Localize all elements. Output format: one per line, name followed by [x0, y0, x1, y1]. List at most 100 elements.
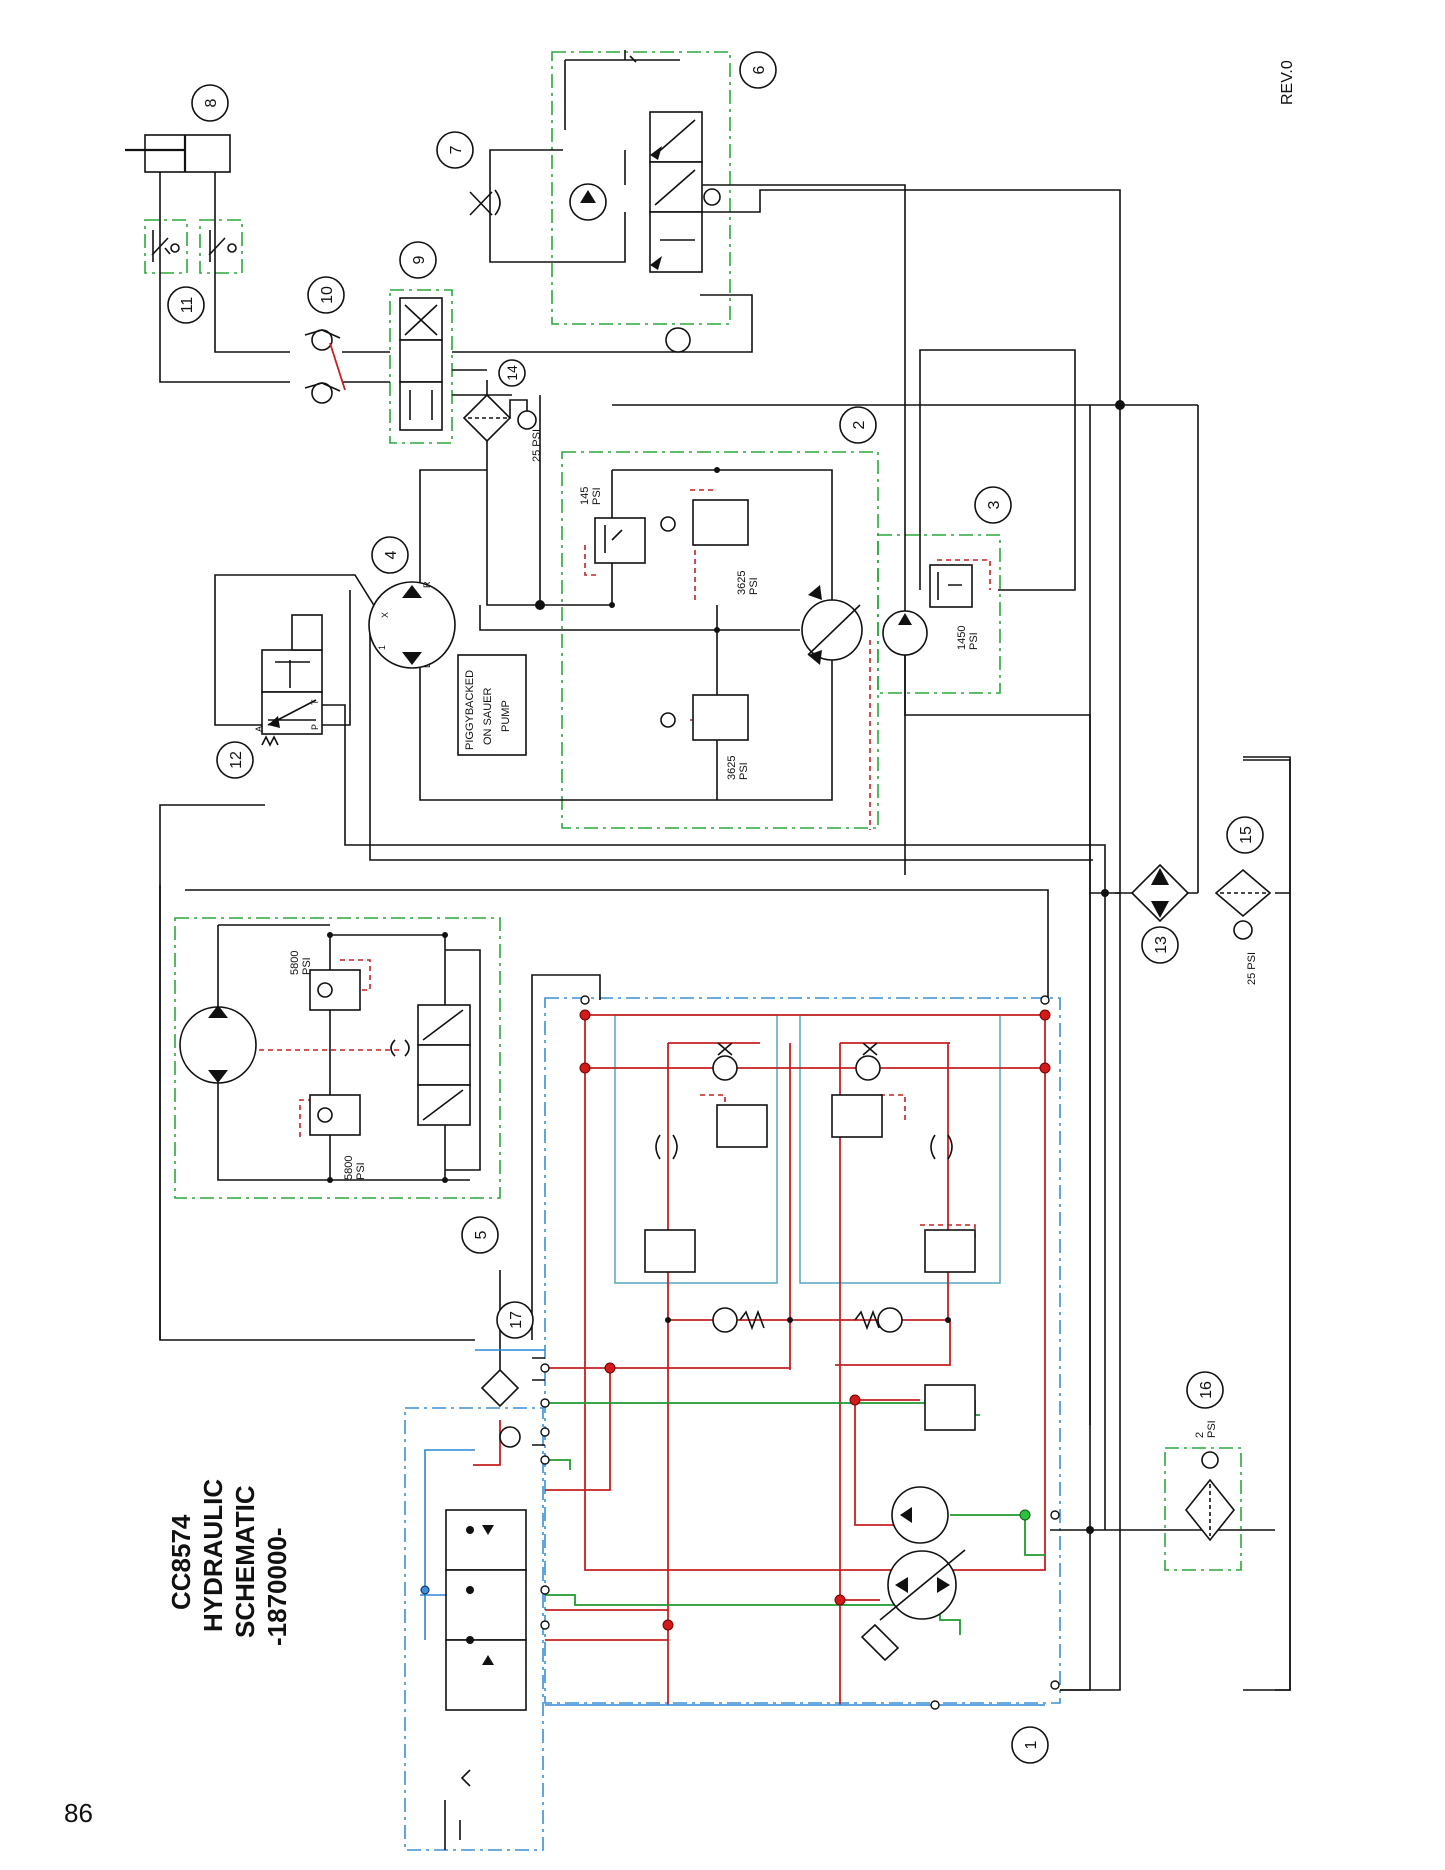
pressure-label-3625a: 3625 PSI: [736, 571, 760, 595]
page-number: 86: [64, 1798, 93, 1828]
callout-11: 11: [167, 286, 205, 324]
valve-12: [261, 614, 323, 747]
filter-15: [1214, 868, 1272, 940]
pump-3: [882, 564, 973, 656]
svg-text:12: 12: [228, 751, 245, 769]
piggyback-note-box: [457, 654, 527, 756]
cylinder-8: [125, 134, 231, 173]
piggyback-note: PIGGYBACKED ON SAUER PUMP: [464, 670, 512, 750]
port-label-r: R: [422, 581, 432, 588]
svg-text:2: 2: [851, 420, 868, 429]
svg-text:7: 7: [448, 145, 465, 154]
svg-text:145: 145: [579, 487, 591, 505]
pressure-label-5800b: 5800 PSI: [343, 1156, 367, 1180]
svg-text:8: 8: [203, 98, 220, 107]
svg-text:HYDRAULIC: HYDRAULIC: [198, 1479, 228, 1632]
svg-text:2: 2: [1194, 1432, 1206, 1438]
svg-text:13: 13: [1153, 936, 1170, 954]
green-case-drain: [545, 1400, 1045, 1635]
callout-7: 7: [436, 131, 474, 169]
svg-text:PSI: PSI: [355, 1162, 367, 1180]
svg-text:PSI: PSI: [748, 577, 760, 595]
pressure-label-25a: 25 PSI: [531, 429, 543, 462]
pressure-label-5800a: 5800 PSI: [289, 951, 313, 975]
valve-11b-box: [199, 219, 243, 274]
svg-text:PUMP: PUMP: [500, 700, 512, 732]
black-piping: [159, 59, 1291, 1691]
cooler-13: [1130, 863, 1190, 923]
pressure-label-25b: 25 PSI: [1246, 952, 1258, 985]
svg-text:PSI: PSI: [301, 957, 313, 975]
callout-16: 16: [1186, 1371, 1224, 1409]
callout-15: 15: [1226, 816, 1264, 854]
svg-text:6: 6: [751, 65, 768, 74]
subvalve-left-box: [614, 1014, 778, 1284]
svg-text:1: 1: [1023, 1740, 1040, 1749]
svg-text:15: 15: [1238, 826, 1255, 844]
revision-label: REV.0: [1279, 60, 1296, 105]
svg-text:3: 3: [986, 500, 1003, 509]
drive-subvalves: [644, 1042, 976, 1431]
pressure-label-145: 145 PSI: [579, 487, 603, 505]
valve-17: [444, 1368, 527, 1850]
relief-3625b: [660, 694, 749, 741]
svg-text:10: 10: [319, 286, 336, 304]
svg-text:1450: 1450: [956, 626, 968, 650]
pump-2-box: [561, 451, 879, 829]
callout-2: 2: [839, 406, 877, 444]
relief-145: [594, 517, 646, 564]
callout-4: 4: [371, 536, 409, 574]
svg-text:ON SAUER: ON SAUER: [482, 687, 494, 745]
schematic-title: CC8574 HYDRAULIC SCHEMATIC -1870000-: [166, 1479, 292, 1646]
junction-dots: [327, 400, 1125, 1710]
callout-3: 3: [974, 486, 1012, 524]
drive-1-box: [544, 997, 1061, 1704]
port-label-1: 1: [377, 645, 387, 650]
pressure-label-1450: 1450 PSI: [956, 626, 980, 650]
relief-3625a: [660, 499, 749, 546]
filter-16-box: [1164, 1447, 1242, 1571]
motor-5: [179, 969, 471, 1136]
callout-8: 8: [191, 84, 229, 122]
tank-bracket: [1243, 756, 1291, 1691]
svg-text:11: 11: [179, 297, 196, 314]
flow-control-11a: [151, 230, 180, 262]
port-label-l: L: [422, 663, 432, 668]
pump-3-box: [877, 534, 1001, 694]
callout-13: 13: [1141, 926, 1179, 964]
pressure-label-3625b: 3625 PSI: [726, 756, 750, 780]
port-label-p: P: [310, 724, 320, 730]
svg-text:PSI: PSI: [968, 632, 980, 650]
svg-text:PSI: PSI: [738, 762, 750, 780]
svg-text:5: 5: [473, 1230, 490, 1239]
valve-6: [624, 50, 721, 353]
svg-text:17: 17: [508, 1311, 525, 1329]
port-label-x: X: [380, 612, 390, 618]
flow-control-11b: [208, 230, 237, 262]
svg-text:4: 4: [383, 550, 400, 559]
valve-9-box: [389, 289, 453, 444]
svg-text:PSI: PSI: [1206, 1420, 1218, 1438]
port-label-a: A: [254, 726, 264, 732]
motor-5-box: [174, 917, 501, 1199]
callout-17: 17: [496, 1301, 534, 1339]
hand-pump-7: [469, 183, 607, 221]
filter-14: [462, 393, 537, 443]
valve-11a-box: [144, 219, 188, 274]
pump-2: [801, 585, 863, 665]
svg-text:9: 9: [411, 255, 428, 264]
valve-6-box: [551, 51, 731, 325]
callout-1: 1: [1011, 1726, 1049, 1764]
svg-text:3625: 3625: [726, 756, 738, 780]
callout-9: 9: [399, 241, 437, 279]
motor-4: [368, 581, 456, 669]
filter-16: [1184, 1451, 1236, 1542]
callout-14: 14: [498, 359, 526, 387]
valve-9: [399, 297, 443, 431]
svg-text:5800: 5800: [343, 1156, 355, 1180]
svg-text:3625: 3625: [736, 571, 748, 595]
svg-text:SCHEMATIC: SCHEMATIC: [230, 1485, 260, 1638]
dual-check-10: [304, 329, 346, 404]
callout-5: 5: [461, 1216, 499, 1254]
svg-text:PSI: PSI: [591, 487, 603, 505]
